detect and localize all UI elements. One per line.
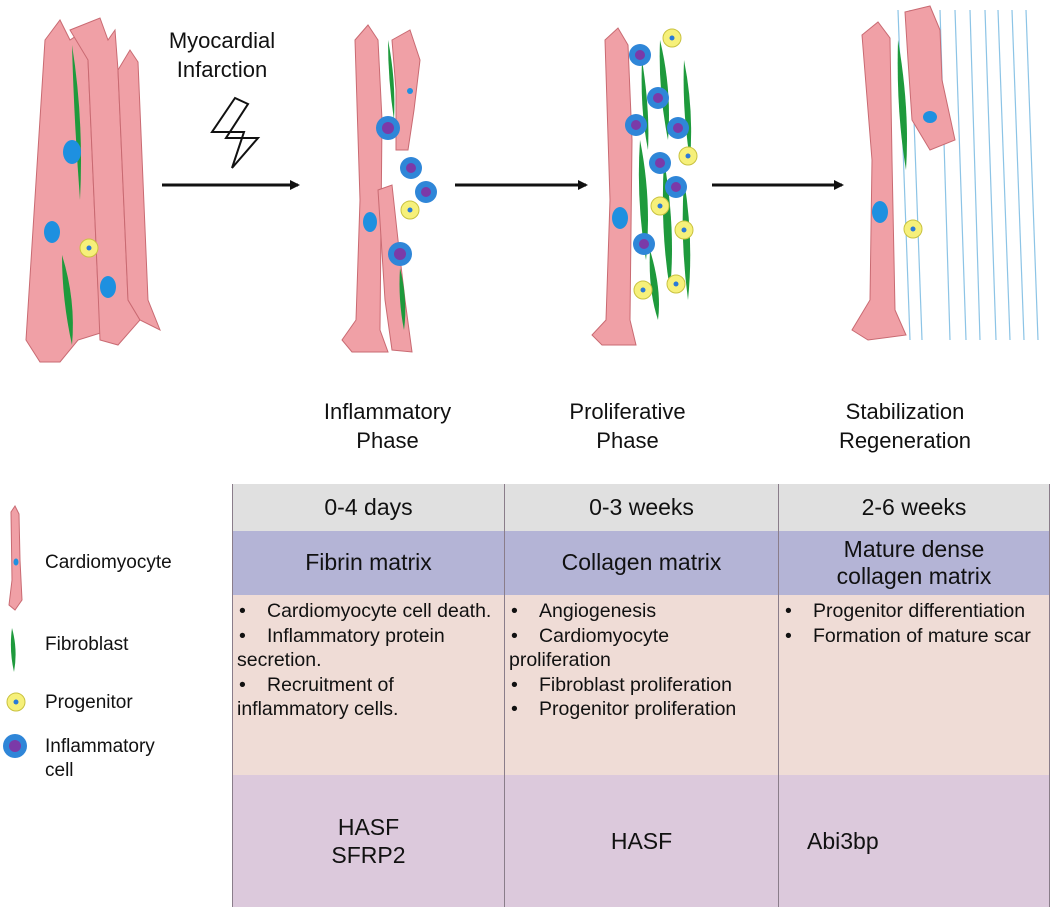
phase-title-stabilization: Stabilization Regeneration xyxy=(838,399,972,453)
events-row: Cardiomyocyte cell death. Inflammatory p… xyxy=(232,595,1050,776)
matrix-inflammatory: Fibrin matrix xyxy=(232,530,505,596)
event-item: Recruitment of inflammatory cells. xyxy=(237,673,498,722)
events-inflammatory: Cardiomyocyte cell death. Inflammatory p… xyxy=(232,595,505,776)
event-item: Fibroblast proliferation xyxy=(509,673,772,698)
event-item: Progenitor differentiation xyxy=(783,599,1043,624)
matrix-row: Fibrin matrix Collagen matrix Mature den… xyxy=(232,530,1050,596)
cardiomyocyte-icon xyxy=(8,505,23,611)
event-item: Formation of mature scar xyxy=(783,624,1043,649)
event-item: Progenitor proliferation xyxy=(509,697,772,722)
infarction-illustration xyxy=(25,5,1039,363)
duration-proliferative: 0-3 weeks xyxy=(504,484,779,531)
event-item: Angiogenesis xyxy=(509,599,772,624)
proliferative-tissue xyxy=(591,27,698,346)
legend-fibroblast: Fibroblast xyxy=(45,634,129,655)
duration-row: 0-4 days 0-3 weeks 2-6 weeks xyxy=(232,484,1050,531)
events-stabilization: Progenitor differentiation Formation of … xyxy=(778,595,1050,776)
event-item: Cardiomyocyte cell death. xyxy=(237,599,498,624)
lightning-icon xyxy=(210,96,261,169)
matrix-proliferative: Collagen matrix xyxy=(504,530,779,596)
event-item: Cardiomyocyte proliferation xyxy=(509,624,772,673)
fibroblast-icon xyxy=(10,628,16,672)
events-proliferative: Angiogenesis Cardiomyocyte proliferation… xyxy=(504,595,779,776)
event-label: Myocardial Infarction xyxy=(168,28,276,82)
phase-title-inflammatory: Inflammatory Phase xyxy=(323,399,452,453)
phase-title-proliferative: Proliferative Phase xyxy=(569,399,686,453)
matrix-stabilization: Mature dense collagen matrix xyxy=(778,530,1050,596)
phase-table: 0-4 days 0-3 weeks 2-6 weeks Fibrin matr… xyxy=(232,484,1050,907)
factors-inflammatory: HASF SFRP2 xyxy=(232,775,505,907)
legend-progenitor: Progenitor xyxy=(45,692,133,713)
inflammatory-tissue xyxy=(341,24,437,353)
legend-cardiomyocyte: Cardiomyocyte xyxy=(45,552,172,573)
legend-icon-strip xyxy=(3,505,27,758)
factors-stabilization: Abi3bp xyxy=(778,775,1050,907)
duration-inflammatory: 0-4 days xyxy=(232,484,505,531)
event-item: Inflammatory protein secretion. xyxy=(237,624,498,673)
duration-stabilization: 2-6 weeks xyxy=(778,484,1050,531)
factors-row: HASF SFRP2 HASF Abi3bp xyxy=(232,775,1050,907)
stabilization-tissue xyxy=(851,5,1039,341)
healthy-tissue xyxy=(25,17,161,363)
legend-inflammatory-cell: Inflammatory cell xyxy=(45,736,155,781)
factors-proliferative: HASF xyxy=(504,775,779,907)
